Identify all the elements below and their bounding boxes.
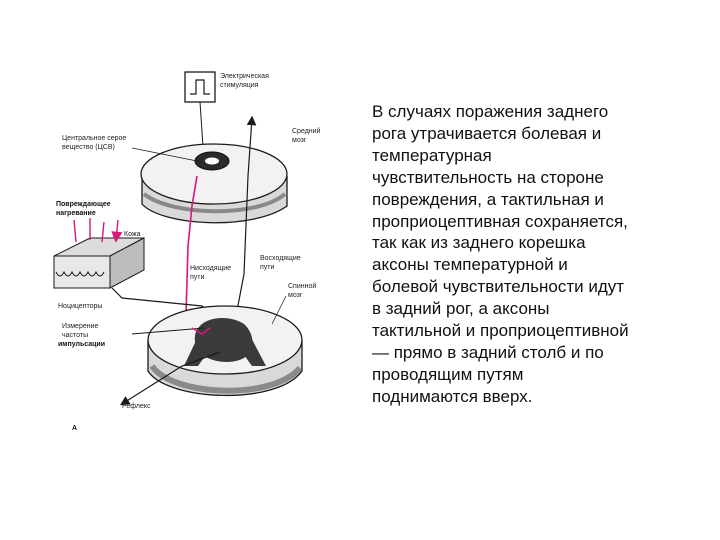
label-spinal-cord-2: мозг xyxy=(288,292,303,299)
label-ascending-2: пути xyxy=(260,264,274,271)
label-heating-2: нагревание xyxy=(56,210,96,217)
label-spinal-cord-1: Спинной xyxy=(288,282,316,290)
label-central-gray-1: Центральное серое xyxy=(62,135,126,142)
midbrain-slice xyxy=(141,144,287,223)
label-midbrain-1: Средний xyxy=(292,127,321,135)
label-stimulation-1: Электрическая xyxy=(220,73,269,80)
label-skin: Кожа xyxy=(124,231,141,238)
label-reflex: Рефлекс xyxy=(122,403,151,410)
label-measurement-3: импульсации xyxy=(58,341,105,348)
diagram-svg: Электрическая стимуляция Центральное сер… xyxy=(52,66,328,438)
label-measurement-1: Измерение xyxy=(62,323,99,330)
spinal-cord-slice xyxy=(148,306,302,395)
label-ascending-1: Восходящие xyxy=(260,255,301,262)
label-midbrain-2: мозг xyxy=(292,137,307,144)
label-stimulation-2: стимуляция xyxy=(220,82,259,89)
panel-letter: А xyxy=(72,425,77,432)
label-heating-1: Повреждающее xyxy=(56,201,111,208)
body-text: В случаях поражения заднего рога утрачив… xyxy=(372,101,692,408)
label-nociceptors: Ноцицепторы xyxy=(58,303,102,310)
label-descending-2: пути xyxy=(190,274,204,281)
spinal-cord-diagram: Электрическая стимуляция Центральное сер… xyxy=(52,66,328,438)
skin-block xyxy=(54,218,144,288)
label-measurement-2: частоты xyxy=(62,332,88,339)
label-descending-1: Нисходящие xyxy=(190,265,231,272)
label-central-gray-2: вещество (ЦСВ) xyxy=(62,144,115,151)
